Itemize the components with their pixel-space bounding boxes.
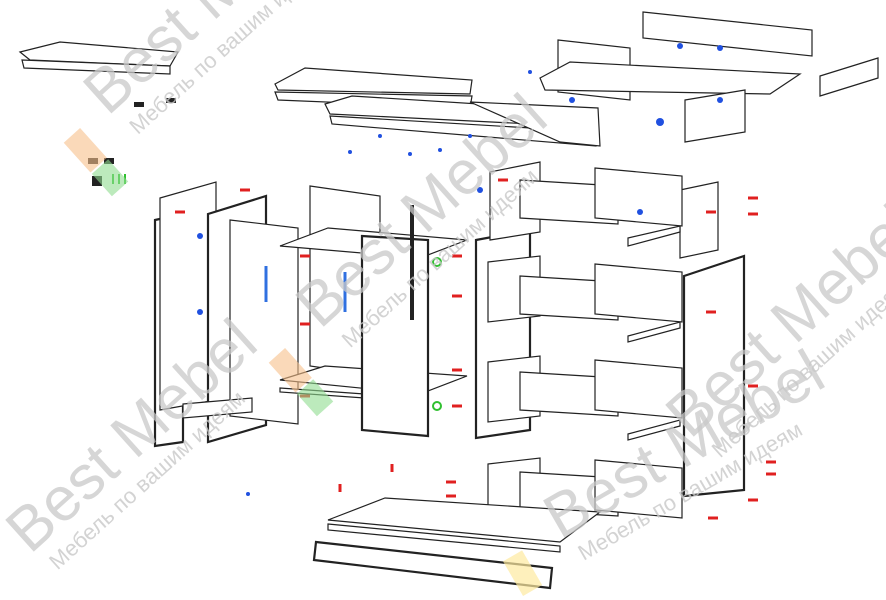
drawers [487,167,683,519]
top-left-shelf [18,41,179,75]
handles [264,266,347,312]
drawer-2 [487,255,683,343]
watermark-4: Best Mebel Мебель по вашим идеям [0,307,270,575]
bottom-panels [312,497,602,590]
dowels [175,178,776,520]
cam-locks [197,43,723,496]
top-right-frame [539,11,879,143]
green-fittings [432,257,442,411]
top-panels [274,67,601,147]
drawer-3 [487,355,683,441]
drawer-4 [487,457,683,519]
drawer-1 [519,167,683,247]
